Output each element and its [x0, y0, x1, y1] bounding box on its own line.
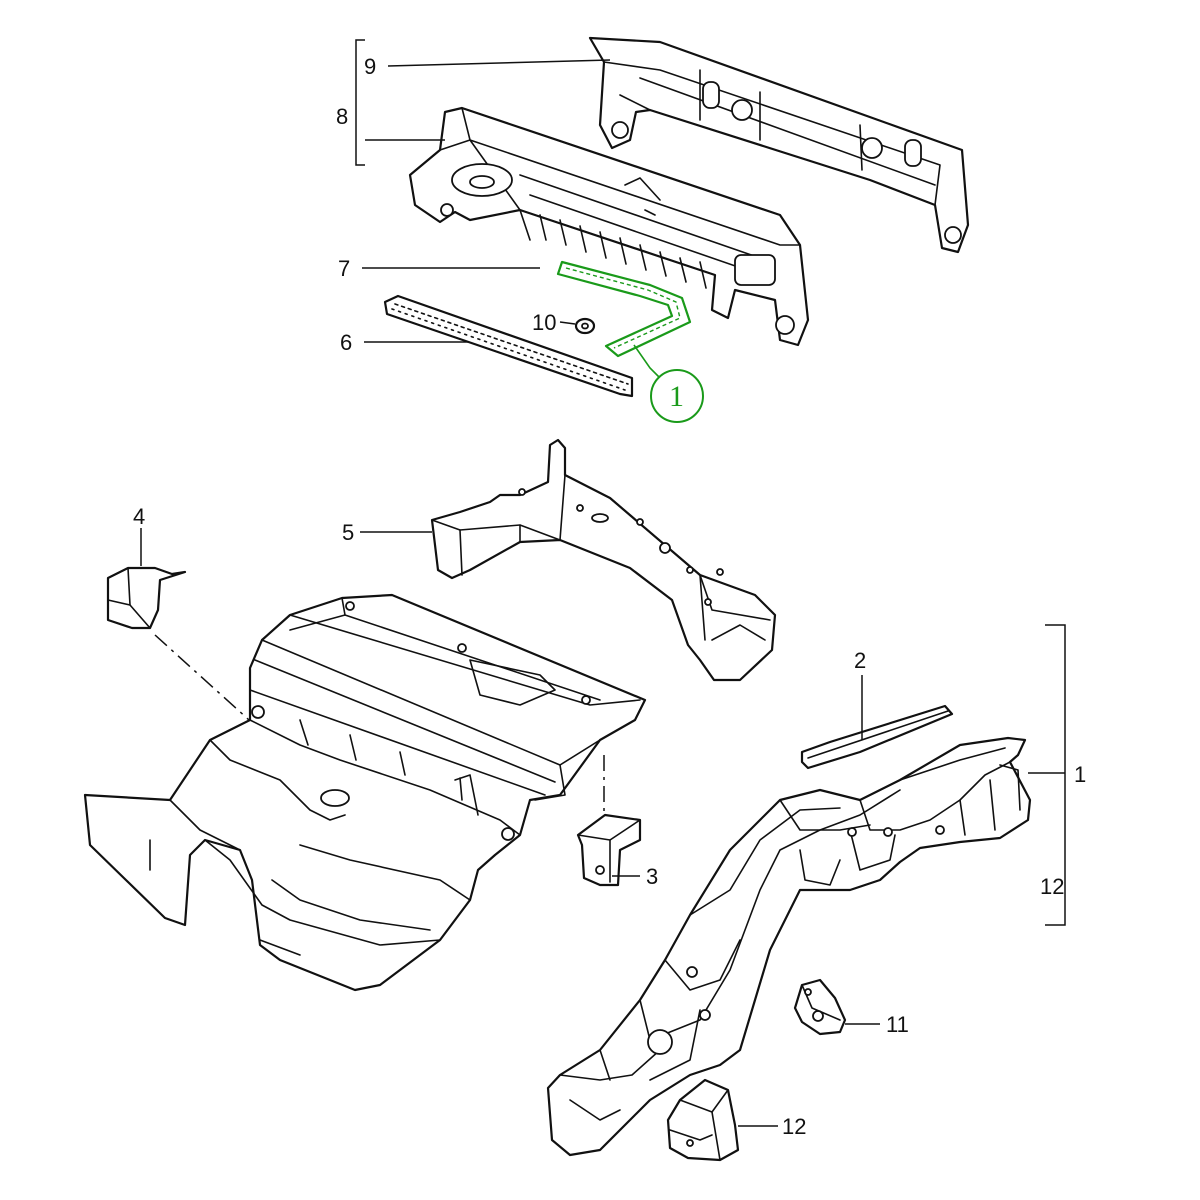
- callout-3: 3: [646, 864, 658, 889]
- part-2-trim-strip: [800, 704, 954, 770]
- callout-5: 5: [342, 520, 354, 545]
- part-12-foot-bracket: [666, 1078, 740, 1162]
- part-9-crossmember: [588, 36, 970, 254]
- callout-6: 6: [340, 330, 352, 355]
- callout-11: 11: [886, 1012, 909, 1037]
- callout-4: 4: [133, 504, 145, 529]
- bracket-8-9: [355, 39, 611, 166]
- part-6-seal-strip: [383, 294, 634, 398]
- part-4-bracket: [106, 566, 187, 630]
- callout-12-part: 12: [782, 1114, 806, 1139]
- callout-8: 8: [336, 104, 348, 129]
- part-8-crossmember-assembly: [408, 106, 810, 347]
- highlight-marker-label: 1: [669, 380, 684, 413]
- highlight-marker: 1: [633, 344, 704, 423]
- callout-10: 10: [532, 310, 556, 335]
- leader-10: [559, 321, 576, 325]
- floor-pan: [83, 593, 647, 992]
- callout-9: 9: [364, 54, 376, 79]
- part-3-mount-bracket: [576, 813, 642, 887]
- callout-7: 7: [338, 256, 350, 281]
- callout-2: 2: [854, 648, 866, 673]
- callout-1: 1: [1074, 762, 1086, 787]
- part-10-washer: [574, 317, 596, 335]
- part-1-side-member: [546, 736, 1032, 1157]
- part-7-reinforcement-highlighted: [556, 260, 692, 358]
- callout-12-bracket: 12: [1040, 874, 1064, 899]
- part-5-rear-panel: [430, 438, 777, 682]
- bracket-1-12: [1028, 624, 1066, 926]
- part-11-clip: [793, 978, 847, 1036]
